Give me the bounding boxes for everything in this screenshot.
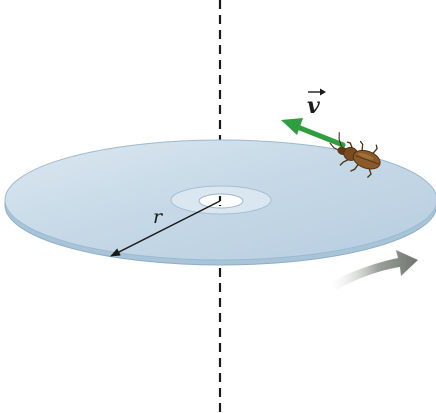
velocity-label: v	[307, 93, 320, 119]
radius-line	[110, 200, 221, 257]
beetle-icon	[329, 132, 381, 178]
radius-label: r	[153, 206, 164, 228]
velocity-vector-accent	[308, 88, 326, 96]
velocity-arrow	[281, 118, 346, 148]
rotation-arrow	[330, 250, 418, 290]
